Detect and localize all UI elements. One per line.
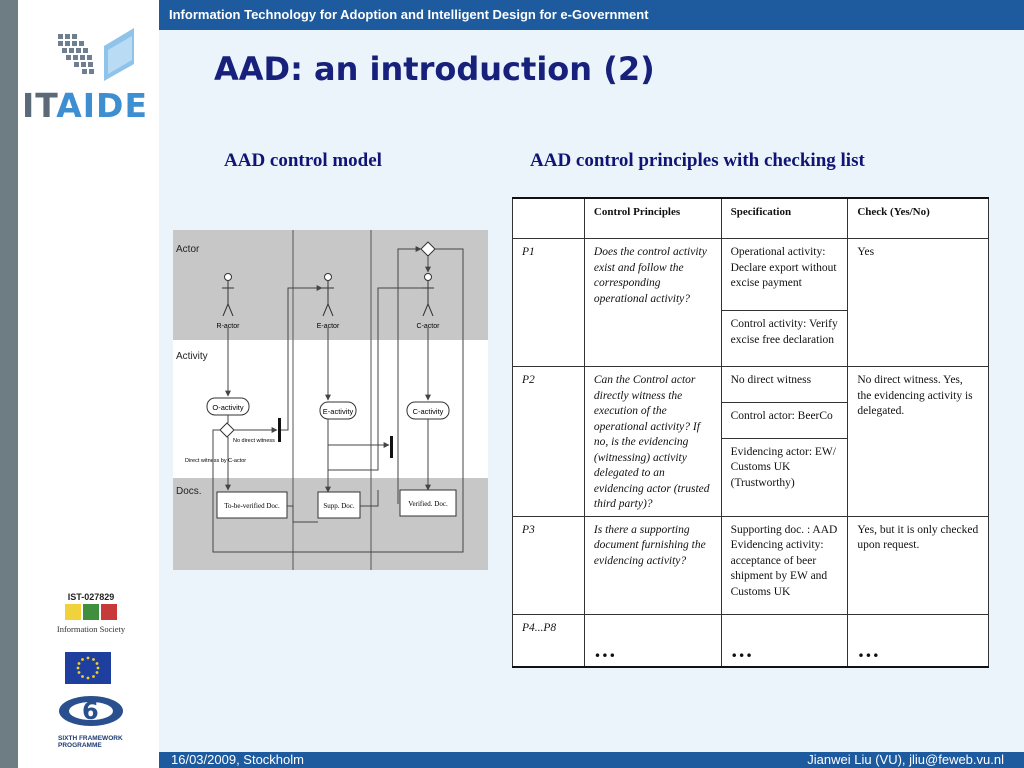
ist-label: Information Society [56, 624, 126, 634]
header-bar: Information Technology for Adoption and … [159, 0, 1024, 30]
logo-graphic [58, 28, 134, 81]
table-row: Control activity: Verify excise free dec… [513, 310, 989, 367]
c-activity-label: C-activity [413, 407, 444, 416]
row-id: P4...P8 [512, 613, 585, 668]
e-activity-label: E-activity [323, 407, 354, 416]
row-principle: Does the control activity exist and foll… [583, 238, 722, 367]
ellipsis: … [857, 637, 880, 662]
c-actor-figure [422, 273, 434, 317]
itaide-wordmark: ITAIDE [22, 86, 148, 125]
e-activity-node [319, 401, 357, 420]
lane-label-actor: Actor [176, 244, 200, 255]
c-actor-label: C-actor [417, 323, 441, 330]
row-principle: Can the Control actor directly witness t… [583, 366, 722, 517]
footer-author: Jianwei Liu (VU), jliu@feweb.vu.nl [807, 752, 1004, 767]
itaide-logo: ITAIDE [22, 26, 158, 126]
o-activity-label: O-activity [212, 403, 244, 412]
fp6-graphic: 6 [59, 696, 123, 726]
row-spec: Control activity: Verify excise free dec… [720, 310, 849, 367]
fp-line1: SIXTH FRAMEWORK [58, 735, 123, 742]
control-model-diagram: Actor Activity Docs. R-actor E-actor C-a… [173, 230, 488, 570]
lane-label-activity: Activity [176, 351, 208, 362]
footer-bar: 16/03/2009, Stockholm Jianwei Liu (VU), … [159, 752, 1024, 768]
row-spec: Evidencing actor: EW/ Customs UK (Trustw… [720, 437, 849, 517]
r-actor-figure [222, 273, 234, 317]
table-header-row: Control Principles Specification Check (… [512, 197, 989, 239]
no-direct-label: No direct witness [233, 438, 275, 444]
verified-doc [399, 489, 457, 517]
e-actor-label: E-actor [317, 323, 340, 330]
header-check: Check (Yes/No) [847, 197, 989, 239]
to-be-verified-doc [216, 491, 288, 519]
row-principle: Is there a supporting document furnishin… [583, 515, 722, 615]
left-heading: AAD control model [224, 150, 382, 171]
table-row: P2 Can the Control actor directly witnes… [512, 366, 989, 517]
left-strip [0, 0, 18, 768]
fp-line2: PROGRAMME [58, 742, 102, 749]
row-spec: Control actor: BeerCo [720, 401, 849, 439]
to-be-verified-label: To-be-verified Doc. [224, 502, 280, 510]
table-row: P4...P8 … … … [512, 613, 989, 668]
direct-witness-label: Direct witness by C-actor [185, 458, 246, 464]
row-check: No direct witness. Yes, the evidencing a… [847, 366, 989, 517]
table-row: Evidencing actor: EW/ Customs UK (Trustw… [513, 437, 989, 517]
row-spec: Supporting doc. : AAD Evidencing activit… [720, 515, 849, 615]
ist-logo: IST-027829 Information Society [46, 592, 136, 640]
row-check: Yes [847, 238, 989, 367]
row-check: … [847, 613, 989, 668]
row-id: P2 [512, 366, 585, 517]
verified-doc-label: Verified. Doc. [408, 500, 448, 508]
footer-date-location: 16/03/2009, Stockholm [171, 752, 304, 767]
ist-code: IST-027829 [67, 592, 115, 602]
row-spec: … [720, 613, 849, 668]
row-check: Yes, but it is only checked upon request… [847, 515, 989, 615]
lane-label-docs: Docs. [176, 486, 202, 497]
fp6-logo: 6 SIXTH FRAMEWORK PROGRAMME [56, 692, 136, 752]
row-id: P3 [512, 515, 585, 615]
r-actor-label: R-actor [217, 323, 241, 330]
row-spec: No direct witness [720, 366, 849, 403]
supp-doc [317, 491, 361, 519]
row-spec: Operational activity: Declare export wit… [720, 238, 849, 311]
row-id: P1 [512, 238, 585, 367]
ist-icons [65, 604, 117, 622]
table-row: P1 Does the control activity exist and f… [512, 238, 989, 367]
fork-bar-2 [390, 436, 393, 458]
eu-flag-icon [65, 652, 111, 684]
table-row: P3 Is there a supporting document furnis… [512, 515, 989, 615]
header-id [512, 197, 585, 239]
header-specification: Specification [720, 197, 849, 239]
ellipsis: … [593, 637, 616, 662]
svg-text:6: 6 [82, 697, 99, 725]
header-principles: Control Principles [583, 197, 722, 239]
actor-lane [173, 230, 488, 340]
slide-title: AAD: an introduction (2) [214, 50, 655, 88]
sidebar: ITAIDE IST-027829 Information Society 6 … [18, 0, 159, 768]
control-principles-table: Control Principles Specification Check (… [512, 197, 989, 668]
e-actor-figure [322, 273, 334, 317]
fork-bar-1 [278, 418, 281, 442]
ellipsis: … [730, 637, 753, 662]
right-heading: AAD control principles with checking lis… [530, 150, 865, 171]
table-row: Control actor: BeerCo [513, 401, 989, 439]
row-principle: … [583, 613, 722, 668]
supp-doc-label: Supp. Doc. [323, 502, 355, 510]
